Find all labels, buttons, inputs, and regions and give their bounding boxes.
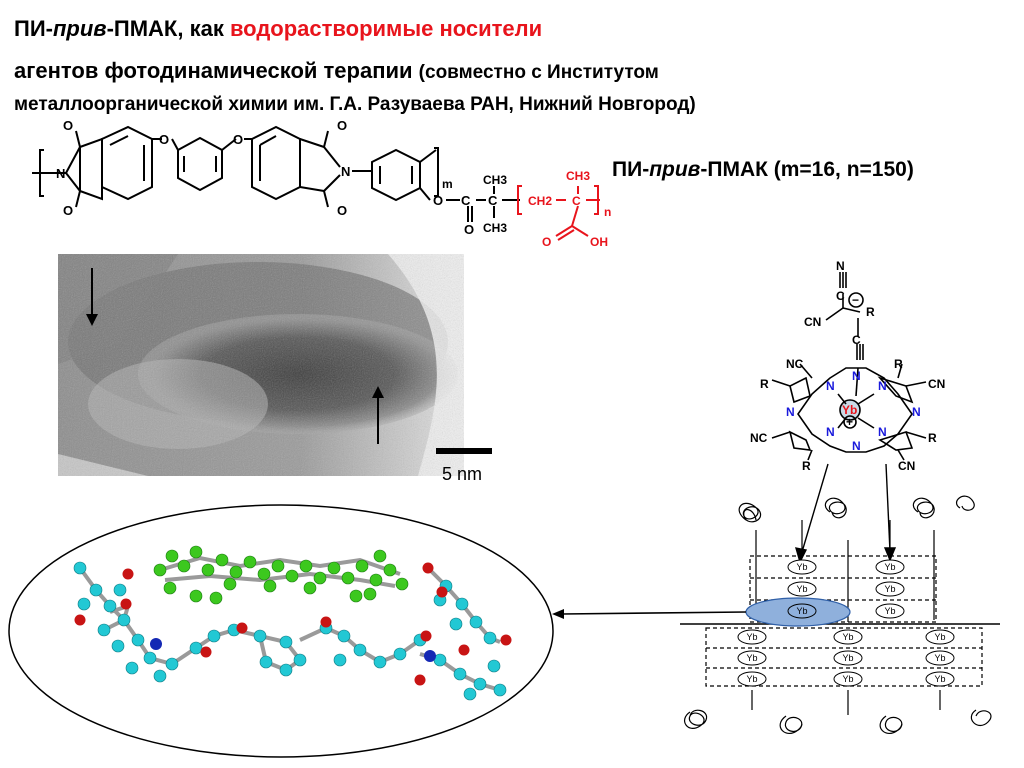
polymer-label-suffix: -ПМАК (m=16, n=150)	[700, 158, 914, 181]
yb-labels: Yb Yb Yb Yb Yb Yb Yb Yb Yb Yb Yb Yb Yb Y…	[737, 559, 955, 687]
yb-tag: Yb	[746, 632, 757, 642]
cn-label: CN	[928, 377, 945, 391]
title-red-text: водорастворимые носители	[229, 16, 543, 41]
r-label: R	[866, 305, 875, 319]
atom-c: C	[852, 333, 861, 347]
atom-c: C	[488, 193, 498, 208]
title-line2-small: (совместно с Институтом	[418, 62, 659, 83]
yb-tag: Yb	[842, 632, 853, 642]
title-line-1: ПИ-прив-ПМАК, как водорастворимые носите…	[14, 16, 542, 42]
yb-tag: Yb	[796, 562, 807, 572]
polyimide-structure	[32, 125, 520, 222]
r-label: R	[802, 459, 811, 473]
hydroxyl-label: OH	[590, 235, 608, 249]
phthalocyanine-complex	[771, 272, 927, 461]
r-label: R	[928, 431, 937, 445]
yb-tag: Yb	[746, 674, 757, 684]
cn-label: CN	[898, 459, 915, 473]
title-line-2: агентов фотодинамической терапии (совмес…	[14, 58, 659, 84]
yb-tag: Yb	[746, 653, 757, 663]
atom-c: C	[461, 193, 471, 208]
title-prefix: ПИ-	[14, 16, 53, 41]
pmaa-labels: CH2 C CH3 n O OH	[528, 169, 611, 249]
atom-n: N	[912, 405, 921, 419]
atom-n: N	[56, 166, 65, 181]
atom-o: O	[63, 203, 73, 218]
atom-n: N	[878, 425, 887, 439]
scale-label: 5 nm	[442, 464, 483, 484]
yb-tag: Yb	[884, 562, 895, 572]
atom-n: N	[852, 369, 861, 383]
yb-metal-label: Yb	[842, 403, 857, 417]
assembly-schematic	[680, 495, 1000, 735]
title-italic: прив	[52, 16, 107, 41]
nc-label: NC	[750, 431, 768, 445]
atom-o: O	[159, 132, 169, 147]
polyimide-labels: O O N O O O O N m O C O C CH3 CH3	[56, 118, 507, 237]
molecular-model	[73, 545, 512, 701]
atom-o: O	[542, 235, 551, 249]
yb-tag: Yb	[934, 632, 945, 642]
phthalocyanine-labels: N C − CN R C N NC R R CN N N N N Yb + N …	[750, 259, 945, 473]
pmaa-fragment	[517, 185, 600, 241]
polymer-label-prefix: ПИ-	[612, 158, 650, 181]
atom-n: N	[341, 164, 350, 179]
methyl-label: CH3	[483, 221, 507, 235]
yb-tag: Yb	[796, 584, 807, 594]
title-mid: -ПМАК, как	[106, 16, 230, 41]
polymer-label: ПИ-прив-ПМАК (m=16, n=150)	[612, 158, 914, 182]
yb-tag: Yb	[884, 606, 895, 616]
atom-n: N	[878, 379, 887, 393]
yb-tag: Yb	[796, 606, 807, 616]
highlighted-pair	[745, 597, 851, 627]
subscript-n: n	[604, 205, 611, 219]
methyl-label: CH3	[483, 173, 507, 187]
atom-o: O	[337, 118, 347, 133]
yb-tag: Yb	[934, 674, 945, 684]
atom-o: O	[337, 203, 347, 218]
tem-micrograph	[58, 254, 464, 476]
atom-n: N	[786, 405, 795, 419]
yb-tag: Yb	[884, 584, 895, 594]
atom-o: O	[233, 132, 243, 147]
scale-bar	[436, 448, 492, 454]
polymer-label-italic: прив	[649, 158, 701, 181]
r-label: R	[894, 357, 903, 371]
ch2-label: CH2	[528, 194, 552, 208]
yb-tag: Yb	[842, 653, 853, 663]
atom-n: N	[826, 425, 835, 439]
model-arrow	[552, 609, 747, 619]
methyl-label: CH3	[566, 169, 590, 183]
yb-tag: Yb	[842, 674, 853, 684]
nc-label: NC	[786, 357, 804, 371]
minus-sign: −	[852, 293, 859, 307]
atom-c: C	[836, 289, 845, 303]
subscript-m: m	[442, 177, 453, 191]
title-line-3: металлоорганической химии им. Г.А. Разув…	[14, 94, 696, 115]
atom-n: N	[852, 439, 861, 453]
atom-o: O	[433, 193, 443, 208]
plus-sign: +	[846, 415, 853, 429]
title-line2-main: агентов фотодинамической терапии	[14, 58, 419, 83]
atom-c: C	[572, 194, 581, 208]
atom-o: O	[464, 222, 474, 237]
cn-label: CN	[804, 315, 821, 329]
atom-o: O	[63, 118, 73, 133]
r-label: R	[760, 377, 769, 391]
yb-tag: Yb	[934, 653, 945, 663]
atom-n: N	[826, 379, 835, 393]
micrograph-image	[58, 254, 464, 476]
model-oval	[8, 504, 554, 758]
complex-arrows	[795, 463, 897, 564]
atom-n: N	[836, 259, 845, 273]
